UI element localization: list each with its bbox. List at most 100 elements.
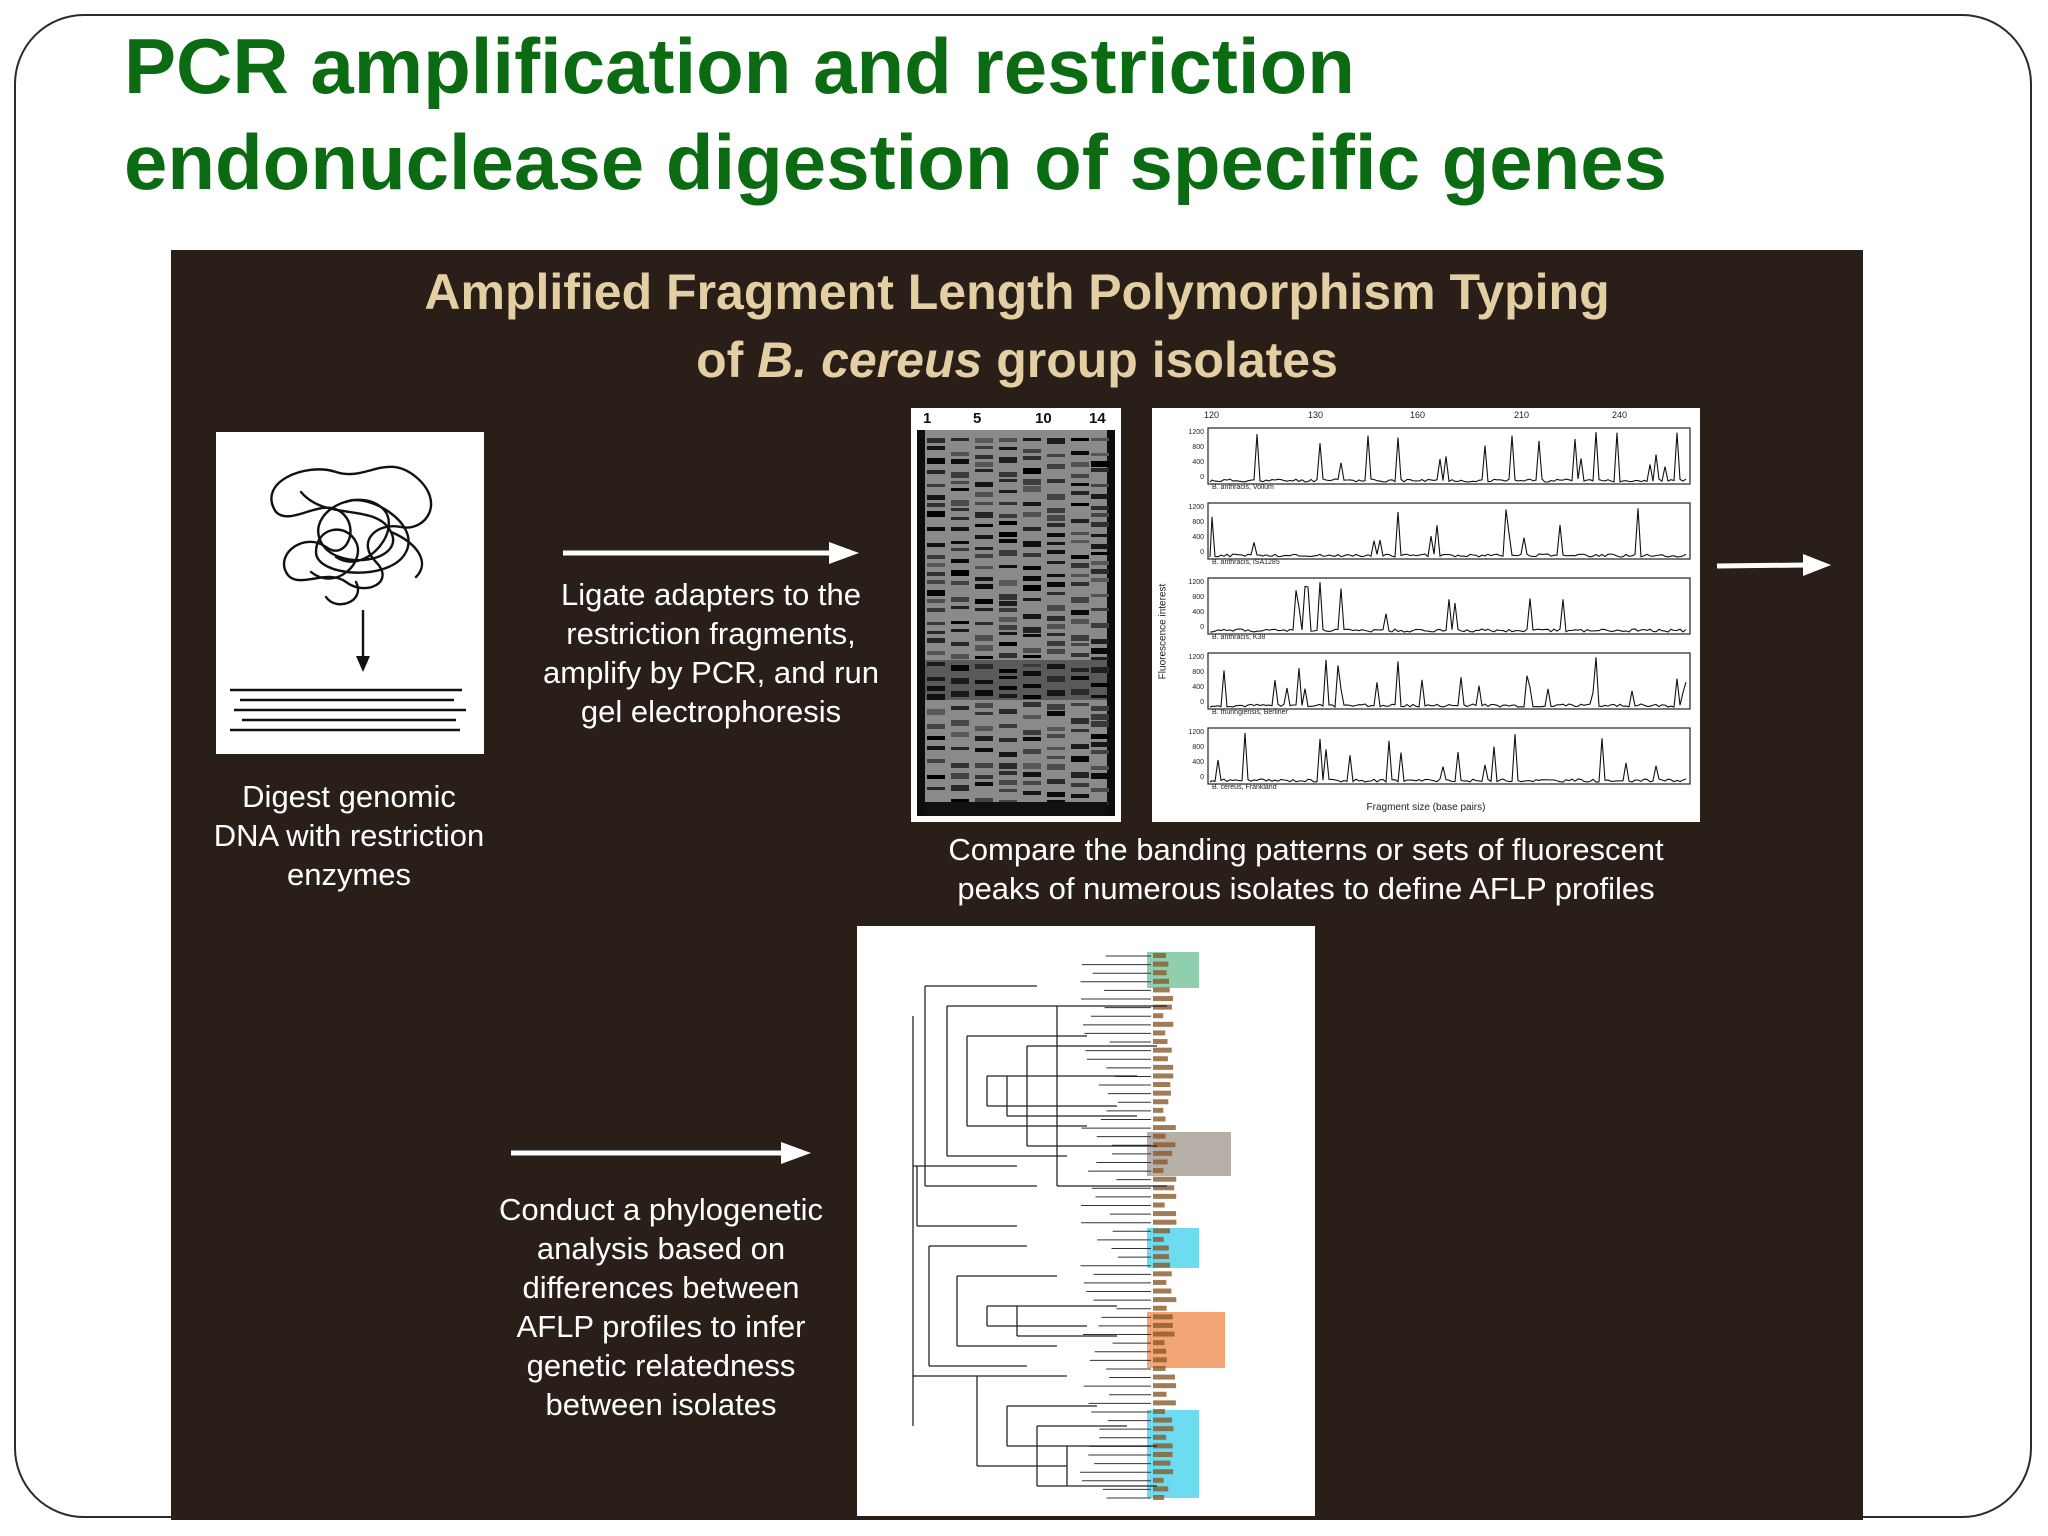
gel-band <box>1071 689 1089 695</box>
gel-band <box>1071 676 1089 680</box>
gel-band <box>1047 649 1065 654</box>
gel-band <box>1071 783 1089 787</box>
gel-band <box>975 712 993 715</box>
electro-x-tick: 130 <box>1308 410 1324 420</box>
gel-band <box>1023 614 1041 619</box>
electro-trace-line <box>1209 657 1687 709</box>
gel-band <box>975 535 993 539</box>
electro-y-tick: 1200 <box>1188 504 1204 511</box>
gel-band <box>1071 744 1089 749</box>
gel-band <box>1091 569 1109 574</box>
gel-band <box>1047 727 1065 731</box>
slide-title-line-2: endonuclease digestion of specific genes <box>124 118 1668 206</box>
electro-x-tick: 120 <box>1204 410 1220 420</box>
gel-band <box>1071 643 1089 646</box>
gel-band <box>951 732 969 737</box>
tree-leaf-label <box>1153 1185 1175 1191</box>
gel-band <box>951 527 969 531</box>
gel-band <box>927 580 945 584</box>
gel-band <box>975 524 993 527</box>
tree-leaf-label <box>1153 1236 1164 1242</box>
electro-trace-label: B. anthracis, ISA1285 <box>1212 559 1280 566</box>
tree-leaf-label <box>1153 978 1170 984</box>
gel-band <box>999 472 1017 477</box>
gel-band <box>1047 641 1065 646</box>
gel-band <box>1091 742 1109 747</box>
tree-leaf-label <box>1153 1271 1172 1277</box>
tree-leaf-label <box>1153 1142 1176 1148</box>
step4-line-1: Conduct a phylogenetic <box>498 1192 823 1227</box>
gel-band <box>951 606 969 609</box>
tree-leaf-label <box>1153 1125 1176 1131</box>
tree-leaf-label <box>1153 1099 1169 1105</box>
gel-band <box>1023 627 1041 633</box>
step2-line-2: restriction fragments, <box>566 616 856 651</box>
gel-band <box>1047 454 1065 457</box>
gel-band <box>1023 772 1041 777</box>
gel-band <box>999 771 1017 775</box>
tree-leaf-label <box>1153 1383 1177 1389</box>
gel-band <box>1023 791 1041 795</box>
electro-y-tick: 800 <box>1192 669 1204 676</box>
gel-band <box>1071 756 1089 762</box>
gel-band <box>951 720 969 726</box>
gel-band <box>975 584 993 589</box>
diagram-title: Amplified Fragment Length Polymorphism T… <box>171 258 1863 394</box>
gel-band <box>999 539 1017 543</box>
gel-band <box>1023 576 1041 581</box>
gel-band <box>1091 766 1109 770</box>
gel-band <box>975 726 993 731</box>
tree-leaf-label <box>1153 1056 1168 1062</box>
electro-y-tick: 400 <box>1192 534 1204 541</box>
tree-leaf-label <box>1153 1090 1171 1096</box>
gel-band <box>975 798 993 804</box>
gel-band <box>951 621 969 624</box>
gel-band <box>927 484 945 487</box>
gel-band <box>1023 502 1041 506</box>
tree-leaf-label <box>1153 1305 1167 1311</box>
gel-band <box>1047 479 1065 483</box>
gel-band <box>1047 542 1065 545</box>
gel-band <box>975 599 993 604</box>
gel-band <box>1091 561 1109 565</box>
tree-leaf-label <box>1153 1039 1168 1045</box>
step4-line-3: differences between <box>522 1270 800 1305</box>
gel-band <box>1023 763 1041 769</box>
gel-band <box>927 555 945 559</box>
tree-leaf-label <box>1153 1434 1167 1440</box>
tree-leaf-label <box>1153 1254 1169 1260</box>
gel-band <box>927 662 945 666</box>
tree-leaf-label <box>1153 1400 1176 1406</box>
gel-lane-labels: 1 5 10 14 <box>911 410 1121 428</box>
gel-band <box>951 559 969 563</box>
gel-band <box>975 492 993 497</box>
tree-branches <box>912 985 1167 1487</box>
gel-band <box>1047 779 1065 784</box>
gel-band <box>1047 616 1065 621</box>
gel-band <box>999 580 1017 586</box>
gel-lane-label: 10 <box>1035 410 1052 427</box>
tree-leaf-label <box>1153 1228 1170 1234</box>
gel-band <box>1023 438 1041 441</box>
gel-band <box>951 508 969 511</box>
gel-band <box>951 488 969 491</box>
gel-band <box>1071 635 1089 641</box>
gel-band <box>951 747 969 750</box>
tree-leaf-label <box>1153 1133 1166 1139</box>
gel-band <box>1023 486 1041 492</box>
gel-band <box>999 617 1017 622</box>
gel-band <box>999 625 1017 630</box>
tree-leaf-label <box>1153 1477 1164 1483</box>
tree-leaf-label <box>1153 1288 1172 1294</box>
gel-bands <box>917 430 1115 816</box>
gel-band <box>1047 515 1065 521</box>
gel-band <box>975 763 993 768</box>
step3-line-2: peaks of numerous isolates to define AFL… <box>957 871 1655 906</box>
tree-leaf-label <box>1153 1202 1165 1208</box>
gel-band <box>951 548 969 551</box>
gel-band <box>975 438 993 443</box>
gel-band <box>1023 456 1041 460</box>
gel-band <box>1091 657 1109 660</box>
